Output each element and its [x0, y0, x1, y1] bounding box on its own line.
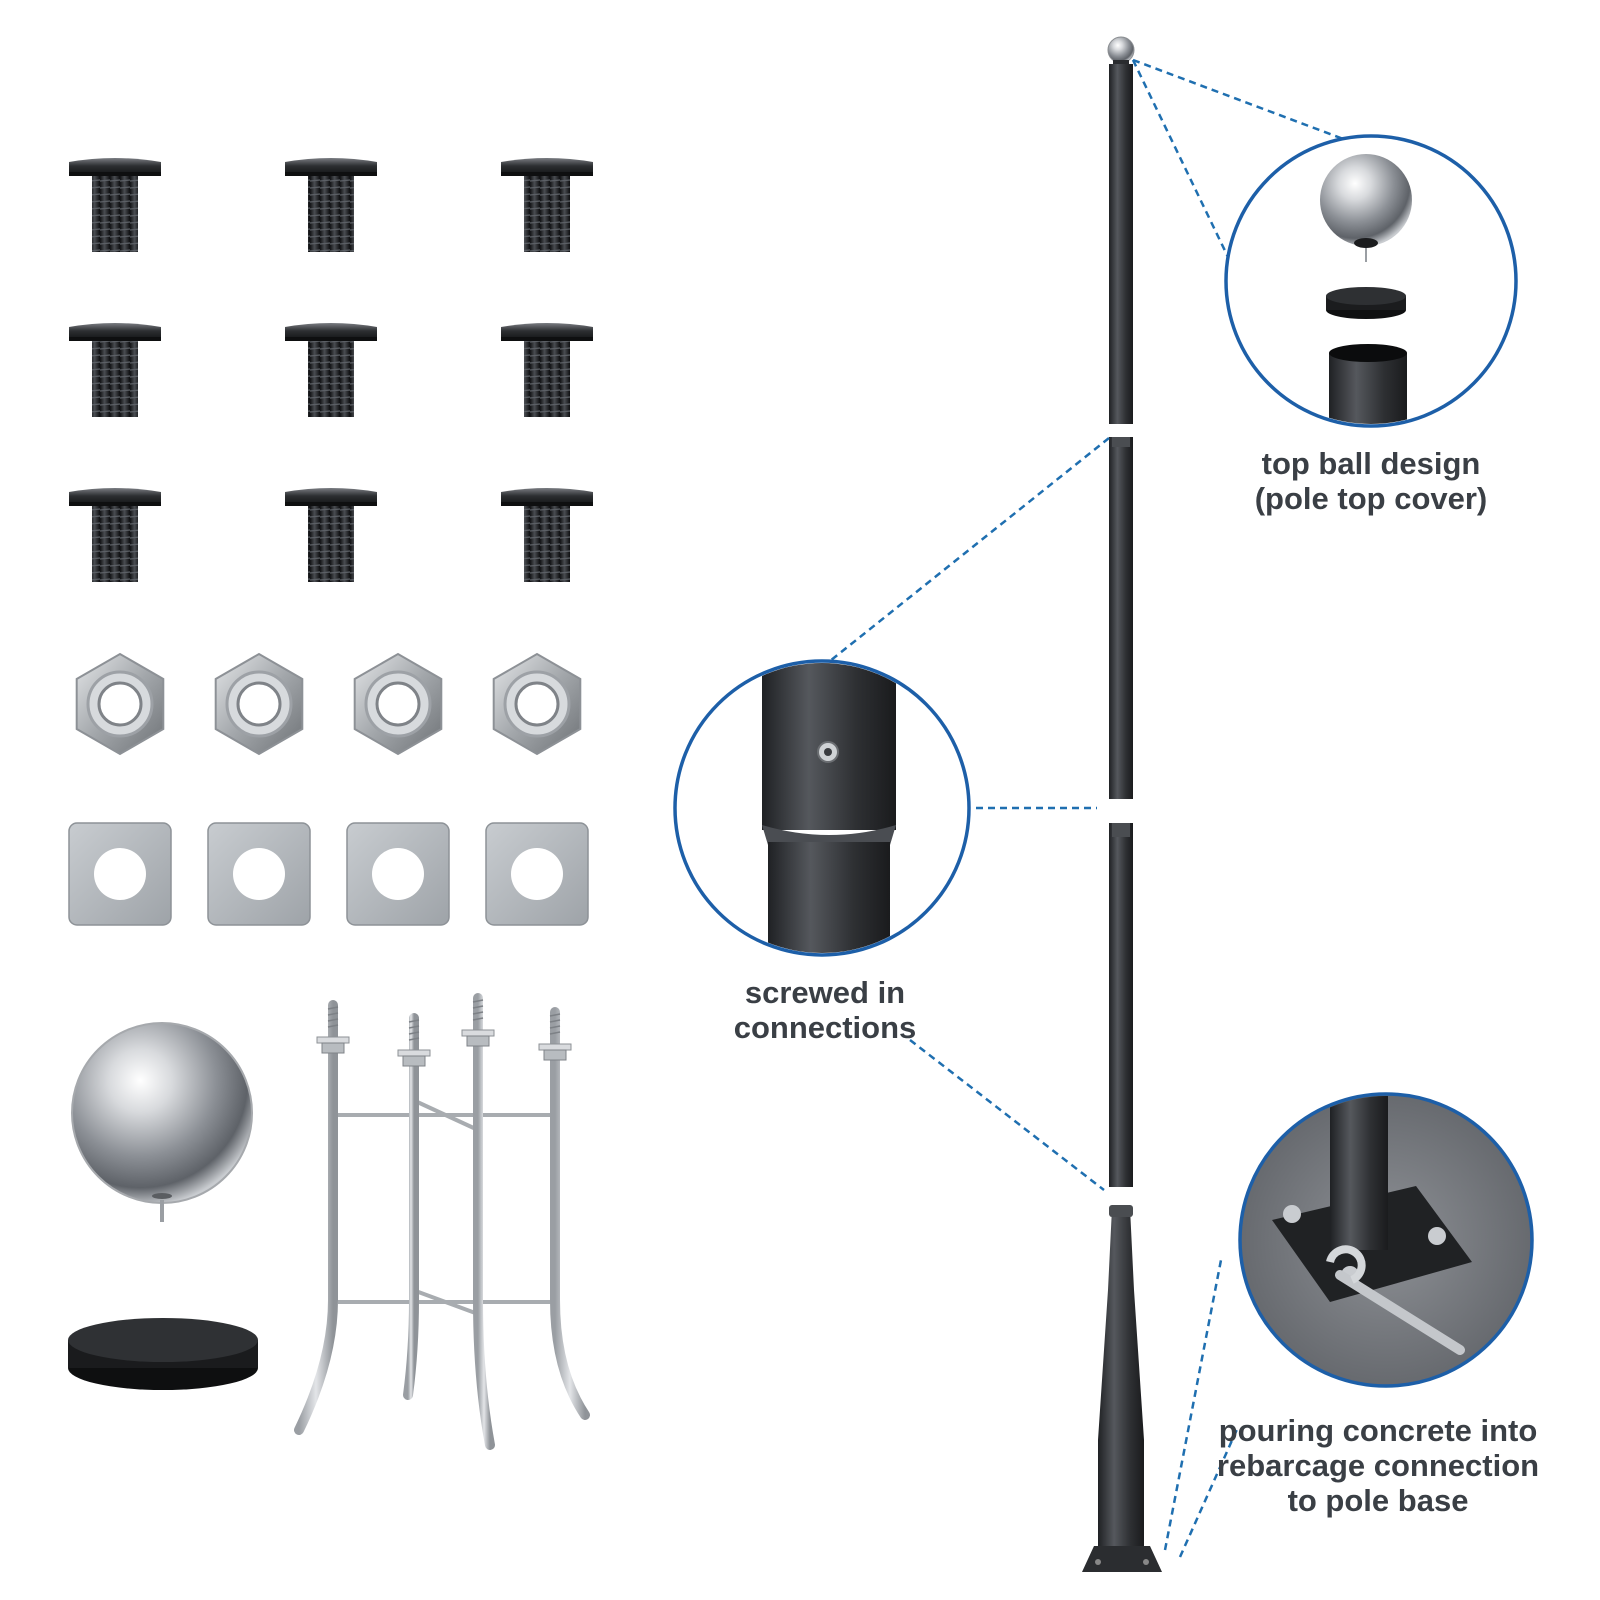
- caption-line: to pole base: [1287, 1483, 1469, 1518]
- pole-section-3: [1109, 823, 1133, 1187]
- hex-nut: [492, 652, 582, 756]
- caption-screwed-connections: screwed in connections: [705, 975, 945, 1045]
- callout-top-ball: [1224, 134, 1518, 428]
- square-washer: [207, 822, 311, 926]
- pole-cap-part: [68, 1318, 258, 1390]
- callout-line: [829, 437, 1110, 662]
- bolt: [69, 158, 161, 252]
- bolt: [501, 488, 593, 582]
- hex-nut: [214, 652, 304, 756]
- caption-line: pouring concrete into: [1218, 1413, 1538, 1448]
- hex-nut: [75, 652, 165, 756]
- caption-line: rebarcage connection: [1216, 1448, 1540, 1483]
- top-ball-part: [71, 1022, 253, 1222]
- callout-lines: [829, 58, 1347, 1558]
- square-washer: [485, 822, 589, 926]
- caption-line: screwed in: [744, 975, 906, 1010]
- bolt: [501, 323, 593, 417]
- rebar-cage: [294, 993, 590, 1450]
- bolt: [285, 323, 377, 417]
- square-washer-set: [68, 822, 589, 926]
- caption-top-ball-design: top ball design (pole top cover): [1226, 446, 1516, 516]
- callout-line: [909, 1039, 1105, 1191]
- callout-line: [1132, 58, 1347, 142]
- hex-nut: [353, 652, 443, 756]
- bolt-set: [69, 158, 593, 582]
- caption-concrete-base: pouring concrete into rebarcage connecti…: [1188, 1413, 1568, 1518]
- callout-screw-connection: [673, 659, 971, 957]
- caption-line: connections: [733, 1010, 917, 1045]
- bolt: [69, 488, 161, 582]
- bolt: [69, 323, 161, 417]
- pole-assembly: [1082, 36, 1162, 1572]
- bolt: [501, 158, 593, 252]
- square-washer: [68, 822, 172, 926]
- callout-concrete-base: [1238, 1092, 1534, 1388]
- hex-nut-set: [75, 652, 582, 756]
- caption-line: (pole top cover): [1254, 481, 1488, 516]
- bolt: [285, 488, 377, 582]
- pole-section-1: [1109, 64, 1133, 424]
- bolt: [285, 158, 377, 252]
- caption-line: top ball design: [1261, 446, 1481, 481]
- pole-base-plate: [1082, 1546, 1162, 1572]
- callout-line: [1131, 59, 1230, 258]
- pole-section-4: [1098, 1208, 1144, 1548]
- pole-section-2: [1109, 437, 1133, 799]
- callout-line: [1163, 1259, 1223, 1551]
- square-washer: [346, 822, 450, 926]
